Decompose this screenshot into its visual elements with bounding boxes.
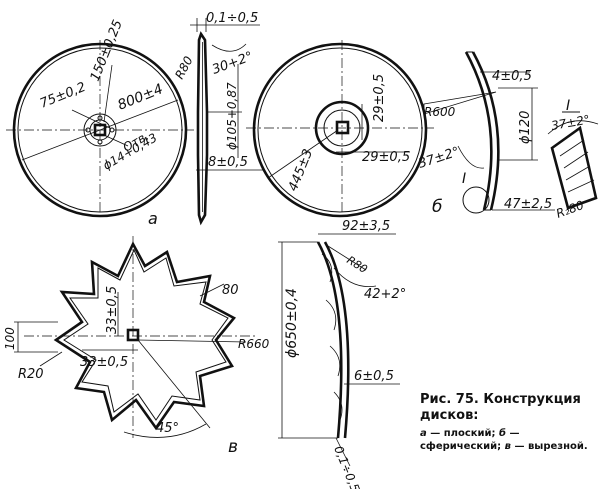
- detail-i-title: I: [566, 98, 570, 114]
- dim-disc-diameter: 800±4: [116, 81, 166, 114]
- dim-v-thickness: 6±0,5: [354, 369, 394, 384]
- view-b-label: б: [432, 197, 442, 217]
- dim-detail-radius: R₂80: [554, 198, 586, 221]
- disc-b-outer-circle: [252, 42, 428, 218]
- detail-i-wedge: [550, 125, 598, 210]
- dim-b-bore: ϕ120: [518, 111, 533, 144]
- profile-b-inner-arc: [471, 51, 500, 211]
- dim-hub-b: 445±3: [286, 147, 316, 193]
- dim-depth: 92±3,5: [342, 219, 390, 234]
- profile-b-outer-arc: [464, 51, 493, 211]
- legend-key: в: [504, 441, 511, 452]
- detail-hatch: [559, 139, 585, 157]
- hub-outer-leader: [103, 64, 113, 123]
- dim-square-v: 29±0,5: [372, 74, 387, 122]
- view-b-spherical-disc: 445±3 29±0,5 29±0,5: [246, 40, 434, 220]
- dim-edge-angle-v: 42+2°: [364, 287, 406, 302]
- dim-edge-radius: R80: [344, 254, 369, 276]
- dim-v-edge-thickness: 0,1÷0,5: [331, 444, 362, 489]
- dim-big-radius: R660: [238, 337, 270, 351]
- dim-hub-inner: 75±0,2: [38, 80, 88, 112]
- dim-edge-thickness: 0,1÷0,5: [206, 11, 258, 26]
- dim-v-square-v: 33±0,5: [105, 286, 120, 334]
- dim-rim: 47±2,5: [504, 197, 552, 212]
- profile-v-outer: [316, 241, 343, 439]
- dim-square-h: 29±0,5: [362, 150, 410, 165]
- detail-label-i: I: [462, 171, 466, 187]
- disc-b-rim-circle: [257, 47, 423, 213]
- hub-inner-leader: [71, 109, 111, 129]
- dim-notch-width: 100: [3, 327, 17, 350]
- profile-v-notches: [321, 253, 343, 421]
- caption-title: Рис. 75. Конструкция дисков:: [420, 392, 581, 423]
- detail-hatch: [567, 179, 595, 193]
- hole-leader: [105, 135, 129, 147]
- dim-notch-radius: R20: [18, 367, 44, 382]
- view-a-flat-disc: 75±0,2 150±0,25 800±4 Отв. ϕ14+0,43 а: [6, 18, 194, 228]
- slot-leader: [199, 283, 225, 297]
- dim-detail-angle: 37±2°: [550, 112, 591, 133]
- dim-v-square-h: 33±0,5: [80, 355, 128, 370]
- disc-b-square-hole: [335, 120, 350, 135]
- dim-notch-angle: 45°: [156, 421, 179, 436]
- detail-callout-circle: [462, 186, 490, 214]
- edge-angle-arc: [457, 145, 485, 169]
- detail-angle-arc: [547, 120, 599, 135]
- edge-thickness-leader: [335, 437, 351, 467]
- legend-text: вырезной.: [527, 441, 588, 452]
- notched-disc-inner-outline: [63, 248, 229, 421]
- dim-v-diameter: ϕ650±0,4: [284, 288, 300, 358]
- dim-bevel-radius: R80: [172, 54, 196, 82]
- dim-bore: ϕ105+0,87: [225, 82, 239, 150]
- edge-angle-arc-v: [333, 267, 377, 287]
- view-b-profile: R600 4±0,5 ϕ120 I 37±2° б 47±2,5: [417, 51, 555, 217]
- figure-caption: Рис. 75. Конструкция дисков: а — плоский…: [420, 392, 598, 453]
- detail-hatch: [563, 151, 589, 169]
- view-v-label: в: [228, 437, 238, 457]
- dim-thickness: 8±0,5: [208, 155, 248, 170]
- disc-b-hub-leader: [267, 129, 339, 179]
- profile-b-caps: [466, 51, 491, 211]
- legend-key: б: [499, 428, 507, 439]
- legend-text: сферический;: [420, 441, 502, 452]
- caption-legend: а — плоский; б — сферический; в — вырезн…: [420, 428, 588, 452]
- disc-a-diameter-leader: [21, 99, 179, 161]
- view-v-notched-disc: 80 100 R20 33±0,5 33±0,5 R660 45° в: [3, 236, 270, 457]
- radius-wedge: [423, 91, 497, 115]
- angle-arc-v: [123, 423, 207, 438]
- dim-slot: 80: [222, 283, 239, 298]
- notched-disc-outline: [53, 241, 237, 431]
- big-radius-leader: [137, 339, 247, 343]
- angle-ray: [137, 339, 211, 429]
- dim-b-thickness: 4±0,5: [492, 69, 532, 84]
- profile-a-outline: [196, 31, 209, 226]
- dim-sphere-radius: R600: [424, 105, 456, 119]
- view-b-detail-i: I 37±2° R₂80: [547, 98, 599, 221]
- edge-radius-leader: [327, 245, 367, 271]
- angle-arc: [211, 43, 247, 52]
- legend-text: плоский;: [443, 428, 496, 439]
- dim-bevel-angle: 30+2°: [210, 49, 255, 78]
- detail-hatch: [565, 165, 591, 181]
- profile-v-inner: [323, 241, 350, 439]
- view-v-profile: ϕ650±0,4 92±3,5 R80 42+2° 6±0,5 0,1÷0,5: [278, 219, 406, 489]
- notch-radius-leader: [39, 351, 63, 367]
- legend-key: а: [420, 428, 427, 439]
- view-a-label: а: [148, 209, 158, 228]
